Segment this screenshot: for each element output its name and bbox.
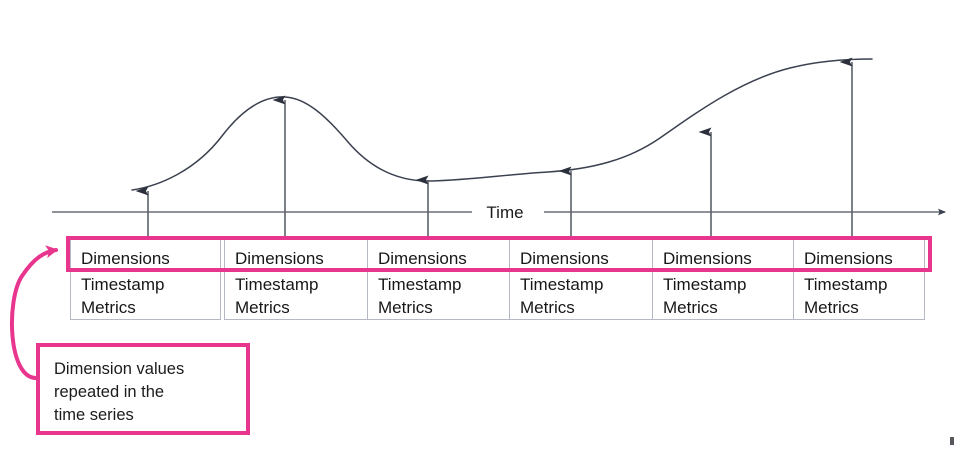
time-axis-label: Time bbox=[486, 203, 523, 222]
record-dimensions-label: Dimensions bbox=[520, 249, 609, 268]
record-box[interactable]: Dimensions Timestamp Metrics bbox=[509, 238, 660, 320]
record-dimensions-label: Dimensions bbox=[81, 249, 170, 268]
record-metrics-label: Metrics bbox=[81, 298, 136, 317]
callout-text: Dimension values repeated in the time se… bbox=[54, 360, 185, 424]
record-dimensions-label: Dimensions bbox=[663, 249, 752, 268]
metric-curve bbox=[131, 58, 873, 191]
record-metrics-label: Metrics bbox=[235, 298, 290, 317]
record-metrics-label: Metrics bbox=[520, 298, 575, 317]
record-box[interactable]: Dimensions Timestamp Metrics bbox=[367, 238, 518, 320]
record-timestamp-label: Timestamp bbox=[235, 275, 319, 294]
record-timestamp-label: Timestamp bbox=[378, 275, 462, 294]
record-timestamp-label: Timestamp bbox=[663, 275, 747, 294]
record-dimensions-label: Dimensions bbox=[235, 249, 324, 268]
record-metrics-label: Metrics bbox=[663, 298, 718, 317]
callout-connector-arrow bbox=[9, 245, 58, 380]
callout-box: Dimension values repeated in the time se… bbox=[36, 343, 250, 435]
record-metrics-label: Metrics bbox=[804, 298, 859, 317]
record-box[interactable]: Dimensions Timestamp Metrics bbox=[652, 238, 803, 320]
record-dimensions-label: Dimensions bbox=[378, 249, 467, 268]
record-timestamp-label: Timestamp bbox=[804, 275, 888, 294]
record-dimensions-label: Dimensions bbox=[804, 249, 893, 268]
record-metrics-label: Metrics bbox=[378, 298, 433, 317]
record-box[interactable]: Dimensions Timestamp Metrics bbox=[70, 238, 221, 320]
corner-tick-mark bbox=[950, 437, 954, 445]
record-timestamp-label: Timestamp bbox=[520, 275, 604, 294]
record-box[interactable]: Dimensions Timestamp Metrics bbox=[793, 238, 925, 320]
record-timestamp-label: Timestamp bbox=[81, 275, 165, 294]
record-box[interactable]: Dimensions Timestamp Metrics bbox=[224, 238, 375, 320]
